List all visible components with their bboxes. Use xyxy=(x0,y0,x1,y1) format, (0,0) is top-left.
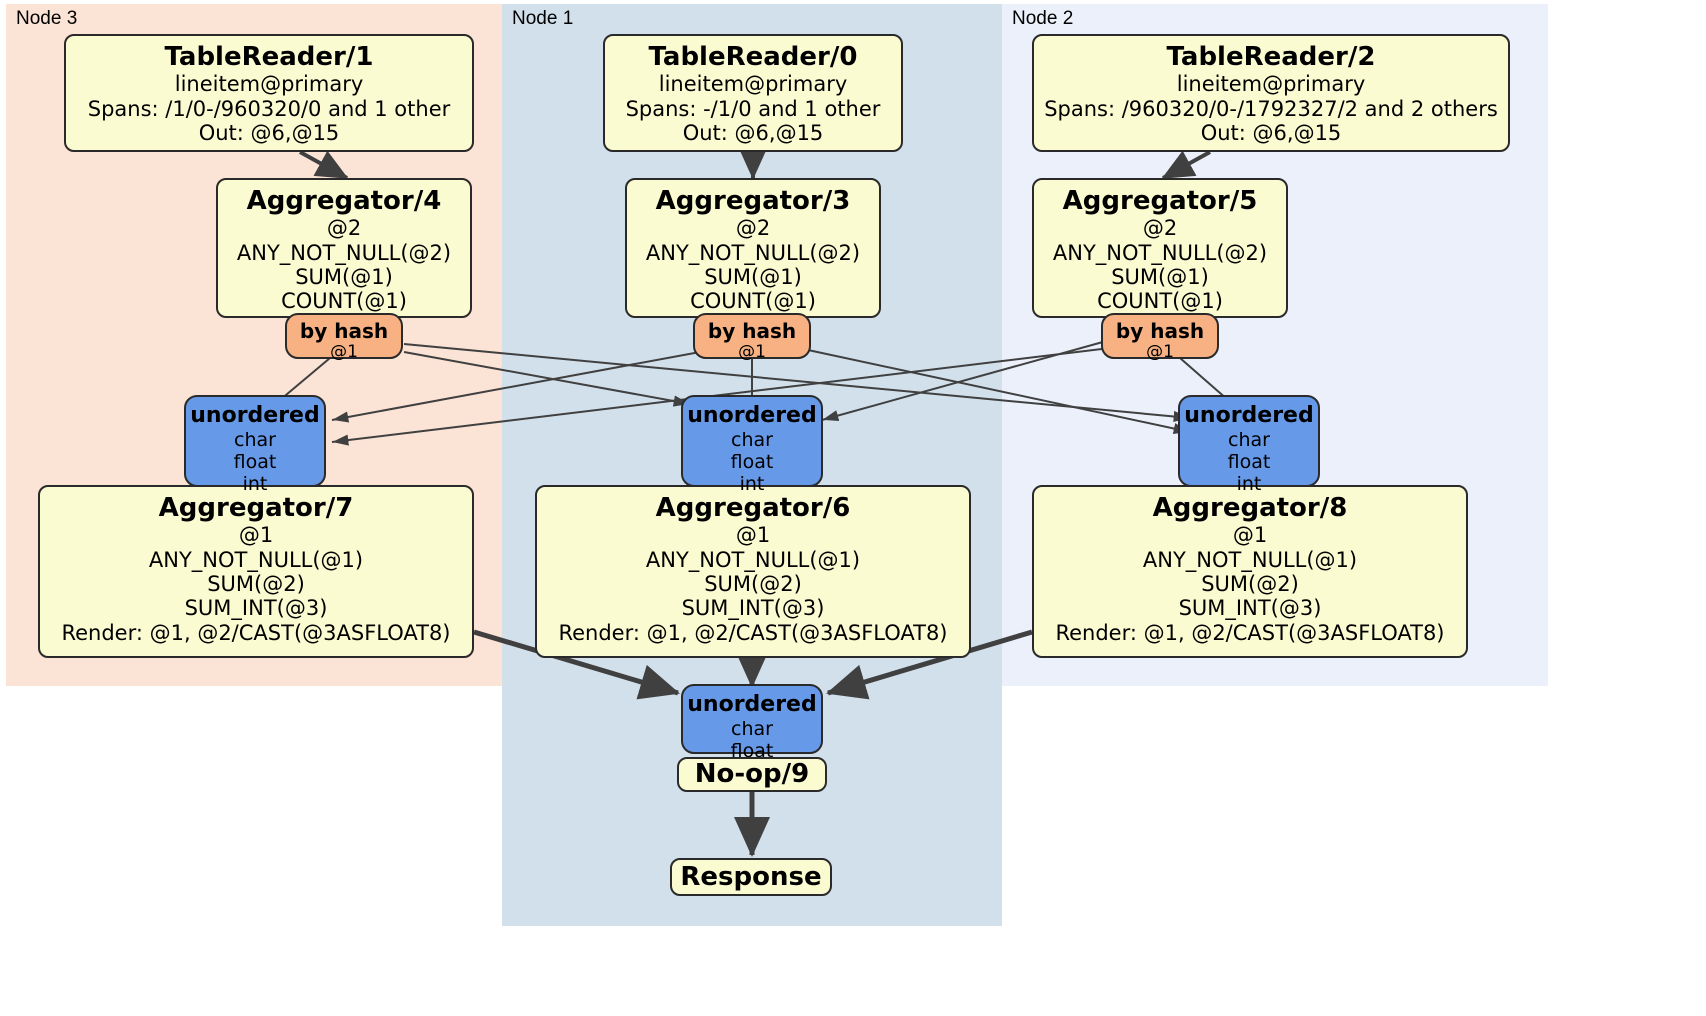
processor-aggregator6[interactable]: Aggregator/6 @1 ANY_NOT_NULL(@1) SUM(@2)… xyxy=(535,485,971,658)
aggregator5-agg1: ANY_NOT_NULL(@2) xyxy=(1052,240,1268,265)
aggregator6-agg2: SUM(@2) xyxy=(704,571,802,596)
by-hash-right-title: by hash xyxy=(1115,319,1205,343)
aggregator7-render: Render: @1, @2/CAST(@3ASFLOAT8) xyxy=(61,620,451,645)
aggregator7-agg2: SUM(@2) xyxy=(207,571,305,596)
tablereader2-title: TableReader/2 xyxy=(1166,42,1376,72)
by-hash-left-col: @1 xyxy=(330,342,358,363)
tablereader2-out: Out: @6,@15 xyxy=(1200,120,1342,145)
tablereader0-spans: Spans: -/1/0 and 1 other xyxy=(625,96,881,121)
aggregator8-agg3: SUM_INT(@3) xyxy=(1178,596,1322,621)
tablereader1-spans: Spans: /1/0-/960320/0 and 1 other xyxy=(87,96,451,121)
aggregator6-agg1: ANY_NOT_NULL(@1) xyxy=(645,547,861,572)
aggregator8-groupcols: @1 xyxy=(1232,523,1268,548)
aggregator3-agg3: COUNT(@1) xyxy=(690,289,816,314)
synchronizer-unordered-left[interactable]: unordered char float int xyxy=(184,395,326,495)
router-by-hash-right[interactable]: by hash @1 xyxy=(1101,313,1219,362)
unordered-final-title: unordered xyxy=(687,692,817,717)
aggregator4-agg2: SUM(@1) xyxy=(295,264,393,289)
aggregator4-groupcols: @2 xyxy=(326,216,362,241)
processor-aggregator3[interactable]: Aggregator/3 @2 ANY_NOT_NULL(@2) SUM(@1)… xyxy=(625,178,881,318)
unordered-left-type2: float xyxy=(233,450,277,473)
aggregator3-agg2: SUM(@1) xyxy=(704,264,802,289)
unordered-mid-type3: int xyxy=(739,472,765,495)
aggregator6-groupcols: @1 xyxy=(735,523,771,548)
aggregator5-title: Aggregator/5 xyxy=(1062,186,1258,216)
node-panel-label-node3: Node 3 xyxy=(16,8,78,29)
unordered-left-title: unordered xyxy=(190,403,320,428)
synchronizer-unordered-final[interactable]: unordered char float xyxy=(681,684,823,762)
router-by-hash-mid[interactable]: by hash @1 xyxy=(693,313,811,362)
unordered-right-type2: float xyxy=(1227,450,1271,473)
processor-aggregator8[interactable]: Aggregator/8 @1 ANY_NOT_NULL(@1) SUM(@2)… xyxy=(1032,485,1468,658)
router-by-hash-left[interactable]: by hash @1 xyxy=(285,313,403,362)
unordered-final-type1: char xyxy=(731,717,773,740)
response-title: Response xyxy=(680,861,822,892)
node-panel-label-node2: Node 2 xyxy=(1012,8,1074,29)
aggregator6-title: Aggregator/6 xyxy=(655,493,851,523)
processor-aggregator4[interactable]: Aggregator/4 @2 ANY_NOT_NULL(@2) SUM(@1)… xyxy=(216,178,472,318)
by-hash-mid-title: by hash xyxy=(707,319,797,343)
aggregator6-render: Render: @1, @2/CAST(@3ASFLOAT8) xyxy=(558,620,948,645)
by-hash-right-col: @1 xyxy=(1146,342,1174,363)
noop9-title: No-op/9 xyxy=(694,759,810,790)
tablereader2-spans: Spans: /960320/0-/1792327/2 and 2 others xyxy=(1044,96,1498,121)
aggregator8-agg2: SUM(@2) xyxy=(1201,571,1299,596)
synchronizer-unordered-right[interactable]: unordered char float int xyxy=(1178,395,1320,495)
aggregator8-render: Render: @1, @2/CAST(@3ASFLOAT8) xyxy=(1055,620,1445,645)
aggregator4-agg3: COUNT(@1) xyxy=(281,289,407,314)
aggregator7-title: Aggregator/7 xyxy=(158,493,354,523)
processor-noop9[interactable]: No-op/9 xyxy=(677,757,827,792)
aggregator5-groupcols: @2 xyxy=(1142,216,1178,241)
unordered-mid-title: unordered xyxy=(687,403,817,428)
node-panel-label-node1: Node 1 xyxy=(512,8,574,29)
unordered-right-type3: int xyxy=(1236,472,1262,495)
aggregator4-agg1: ANY_NOT_NULL(@2) xyxy=(236,240,452,265)
aggregator8-title: Aggregator/8 xyxy=(1152,493,1348,523)
tablereader0-title: TableReader/0 xyxy=(648,42,858,72)
processor-tablereader2[interactable]: TableReader/2 lineitem@primary Spans: /9… xyxy=(1032,34,1510,152)
aggregator5-agg2: SUM(@1) xyxy=(1111,264,1209,289)
aggregator3-title: Aggregator/3 xyxy=(655,186,851,216)
aggregator5-agg3: COUNT(@1) xyxy=(1097,289,1223,314)
processor-tablereader1[interactable]: TableReader/1 lineitem@primary Spans: /1… xyxy=(64,34,474,152)
unordered-mid-type1: char xyxy=(731,428,773,451)
aggregator8-agg1: ANY_NOT_NULL(@1) xyxy=(1142,547,1358,572)
tablereader1-title: TableReader/1 xyxy=(164,42,374,72)
by-hash-mid-col: @1 xyxy=(738,342,766,363)
by-hash-left-title: by hash xyxy=(299,319,389,343)
unordered-final-type2: float xyxy=(730,739,774,762)
unordered-left-type3: int xyxy=(242,472,268,495)
unordered-right-title: unordered xyxy=(1184,403,1314,428)
processor-aggregator5[interactable]: Aggregator/5 @2 ANY_NOT_NULL(@2) SUM(@1)… xyxy=(1032,178,1288,318)
tablereader1-out: Out: @6,@15 xyxy=(198,120,340,145)
unordered-left-type1: char xyxy=(234,428,276,451)
processor-tablereader0[interactable]: TableReader/0 lineitem@primary Spans: -/… xyxy=(603,34,903,152)
tablereader2-table: lineitem@primary xyxy=(1176,72,1366,97)
unordered-mid-type2: float xyxy=(730,450,774,473)
aggregator4-title: Aggregator/4 xyxy=(246,186,442,216)
aggregator3-agg1: ANY_NOT_NULL(@2) xyxy=(645,240,861,265)
unordered-right-type1: char xyxy=(1228,428,1270,451)
aggregator7-agg3: SUM_INT(@3) xyxy=(184,596,328,621)
aggregator6-agg3: SUM_INT(@3) xyxy=(681,596,825,621)
tablereader0-table: lineitem@primary xyxy=(658,72,848,97)
aggregator7-groupcols: @1 xyxy=(238,523,274,548)
aggregator3-groupcols: @2 xyxy=(735,216,771,241)
synchronizer-unordered-mid[interactable]: unordered char float int xyxy=(681,395,823,495)
aggregator7-agg1: ANY_NOT_NULL(@1) xyxy=(148,547,364,572)
processor-aggregator7[interactable]: Aggregator/7 @1 ANY_NOT_NULL(@1) SUM(@2)… xyxy=(38,485,474,658)
tablereader0-out: Out: @6,@15 xyxy=(682,120,824,145)
tablereader1-table: lineitem@primary xyxy=(174,72,364,97)
output-response[interactable]: Response xyxy=(670,858,832,896)
